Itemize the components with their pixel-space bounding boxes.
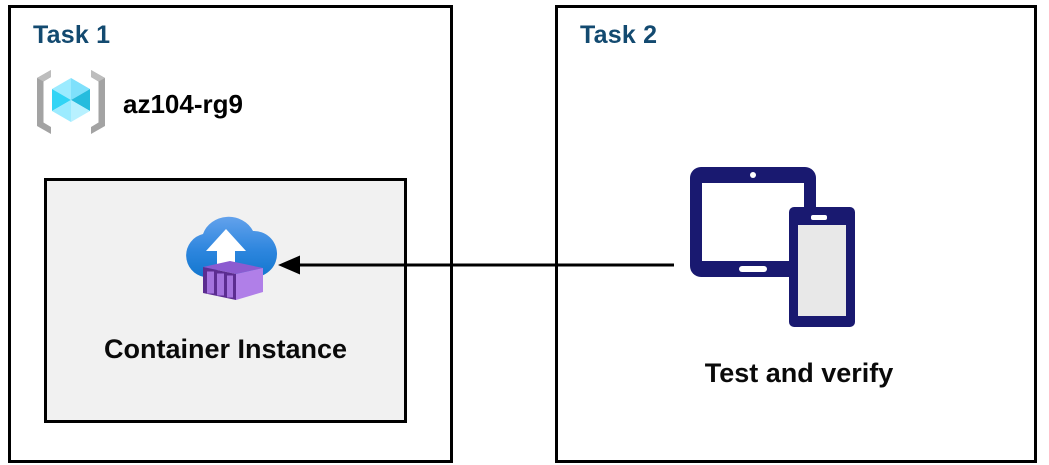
- azure-container-instance-icon: [174, 207, 278, 310]
- task-2-panel: Task 2 Test and verify: [555, 5, 1037, 463]
- resource-group-row: az104-rg9: [33, 66, 243, 143]
- task-1-panel: Task 1: [8, 5, 453, 463]
- resource-group-name: az104-rg9: [123, 89, 243, 119]
- task-1-title: Task 1: [33, 21, 111, 49]
- task-2-title: Task 2: [580, 21, 658, 49]
- container-instance-box: Container Instance: [44, 178, 407, 423]
- devices-tablet-phone-icon: [688, 163, 878, 343]
- azure-resource-group-icon: [33, 66, 109, 143]
- container-instance-label: Container Instance: [103, 334, 348, 364]
- test-and-verify-label: Test and verify: [704, 358, 894, 388]
